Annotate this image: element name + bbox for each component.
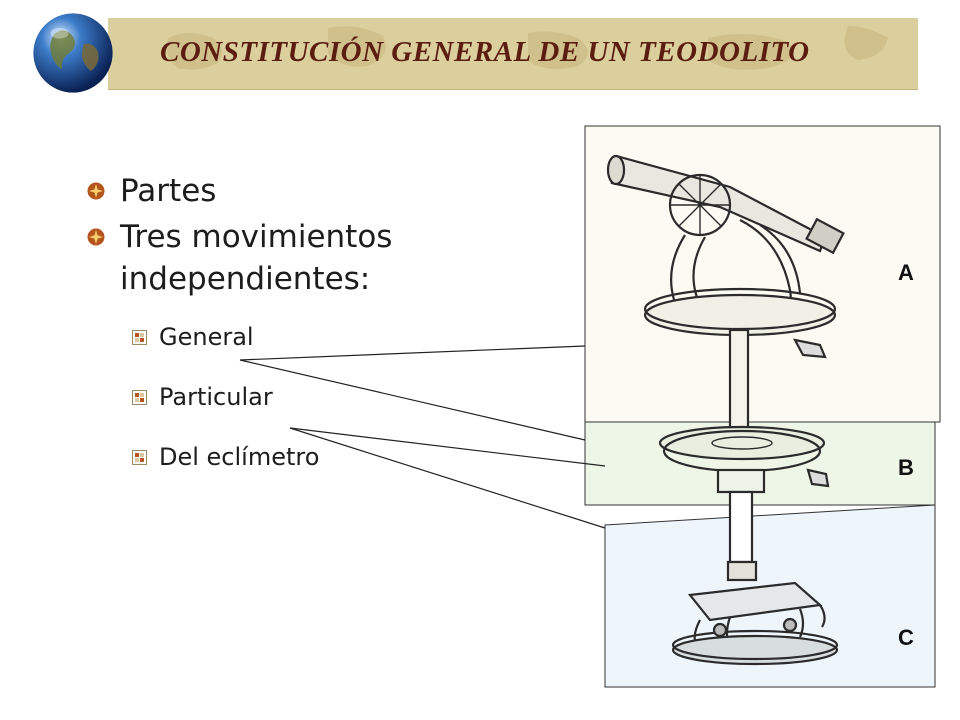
title-banner [108,18,918,90]
list-item: Del eclímetro [84,442,524,502]
sub-bullet-text: Particular [159,383,273,411]
list-item: Tres movimientos independientes: [84,216,524,300]
sub-bullet-list: General Particular Del eclímetro [84,322,524,502]
figure-label-a: A [898,260,914,285]
page-title: CONSTITUCIÓN GENERAL DE UN TEODOLITO [160,36,810,68]
figure-label-c: C [898,625,914,650]
bullet-list: Partes Tres movimientos independientes: … [84,170,524,502]
square-bullet-icon [132,450,147,465]
square-bullet-icon [132,330,147,345]
compass-bullet-icon [87,228,105,246]
list-item: General [84,322,524,382]
figure-label-b: B [898,455,914,480]
list-item: Partes [84,170,524,212]
compass-bullet-icon [87,182,105,200]
theodolite-figure: A B C [584,125,941,688]
world-map-texture [166,26,888,70]
square-bullet-icon [132,390,147,405]
sub-bullet-text: Del eclímetro [159,443,320,471]
theodolite-drawing [606,154,845,666]
bullet-text: Tres movimientos independientes: [120,219,393,297]
globe-icon [33,13,113,93]
list-item: Particular [84,382,524,442]
bullet-text: Partes [120,173,217,209]
sub-bullet-text: General [159,323,254,351]
